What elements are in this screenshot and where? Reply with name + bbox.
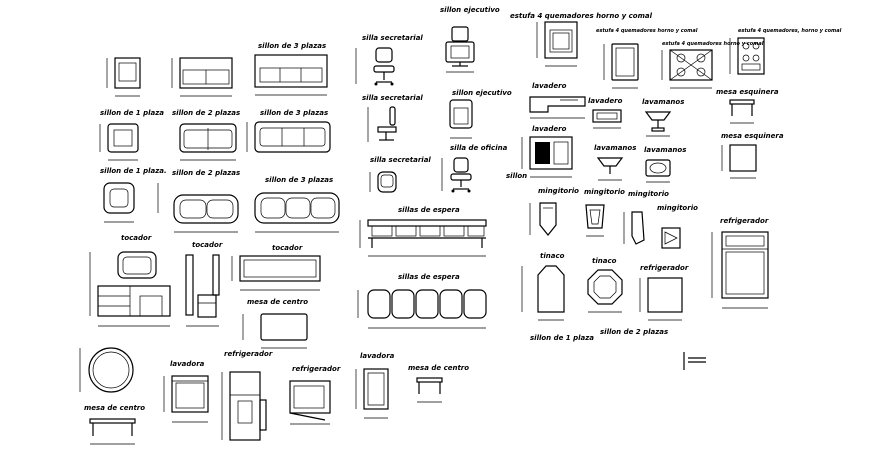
tinaco-top	[587, 269, 623, 313]
sillon-1-plaza-round	[103, 182, 159, 223]
label-lavamanos-a: lavamanos	[642, 98, 684, 106]
label-tinaco-b: tinaco	[592, 257, 617, 265]
mesa-esquinera-top	[721, 144, 757, 179]
silla-secretarial-side	[367, 106, 397, 142]
label-mesa-esquinera-b: mesa esquinera	[721, 132, 784, 140]
mingitorio-top	[661, 227, 681, 249]
sillon-3-plazas-top	[246, 121, 331, 153]
label-estufa-d: estufa 4 quemadores, horno y comal	[738, 28, 842, 34]
label-lavadora-b: lavadora	[360, 352, 395, 360]
lavadora-front	[163, 375, 209, 423]
lavamanos-front	[644, 111, 672, 137]
label-lavadero-b: lavadero	[588, 97, 623, 105]
label-mesa-esquinera-a: mesa esquinera	[716, 88, 779, 96]
label-silla-secretarial-a: silla secretarial	[362, 34, 423, 42]
estufa-top-b	[729, 37, 765, 75]
label-silla-secretarial-c: silla secretarial	[370, 156, 431, 164]
label-estufa-b: estufa 4 quemadores horno y comal	[596, 28, 698, 34]
label-silla-oficina: silla de oficina	[450, 144, 508, 152]
mingitorio-front	[585, 204, 605, 237]
label-sillon-ejecutivo-a: sillon ejecutivo	[440, 6, 500, 14]
label-tocador-a: tocador	[121, 234, 152, 242]
label-mesa-centro-c: mesa de centro	[408, 364, 469, 372]
label-tocador-b: tocador	[192, 241, 223, 249]
lavamanos-top	[645, 159, 671, 183]
lavadora-top	[355, 368, 389, 419]
label-refrigerador-b: refrigerador	[292, 365, 341, 373]
refrigerador-front-b	[711, 231, 769, 309]
refrigerador-top	[289, 380, 331, 425]
sillon-1-plaza-front	[106, 57, 141, 97]
label-tocador-c: tocador	[272, 244, 303, 252]
label-lavadora-a: lavadora	[170, 360, 205, 368]
estufa-front	[536, 21, 578, 67]
label-mesa-centro-a: mesa de centro	[247, 298, 308, 306]
tocador-side	[185, 254, 220, 327]
label-sillon-small: sillon	[506, 172, 527, 180]
sillas-espera-front	[359, 219, 487, 257]
label-mingitorio-a: mingitorio	[538, 187, 579, 195]
label-silla-secretarial-b: silla secretarial	[362, 94, 423, 102]
label-sillon-3-plazas-b: sillon de 3 plazas	[260, 109, 328, 117]
refrigerador-front	[221, 371, 267, 441]
label-mingitorio-c-b: mingitorio	[657, 204, 698, 212]
label-sillon-1-plaza-c: sillon de 1 plaza	[530, 334, 594, 342]
label-sillon-3-plazas-a: sillon de 3 plazas	[258, 42, 326, 50]
lavamanos-side	[596, 157, 624, 181]
sillas-espera-top	[357, 289, 487, 329]
label-sillon-1-plaza-b: sillon de 1 plaza.	[100, 167, 167, 175]
sillon-3-plazas-round	[254, 192, 340, 233]
mesa-esquinera-front	[729, 99, 755, 124]
lavadero-front	[529, 96, 586, 119]
mesa-centro-front-small	[416, 377, 443, 403]
label-mesa-centro-b: mesa de centro	[84, 404, 145, 412]
refrigerador-top-b	[639, 277, 683, 321]
mingitorio-side	[529, 202, 557, 236]
sillon-1-plaza-top	[99, 123, 139, 161]
label-lavadero-a: lavadero	[532, 82, 567, 90]
label-refrigerador-c: refrigerador	[640, 264, 689, 272]
label-sillon-3-plazas-c: sillon de 3 plazas	[265, 176, 333, 184]
label-estufa-a: estufa 4 quemadores horno y comal	[510, 12, 653, 20]
label-tinaco-a: tinaco	[540, 252, 565, 260]
tocador-top	[231, 255, 321, 291]
mesa-centro-top	[242, 313, 308, 349]
sillon-2-plazas-front	[171, 57, 233, 97]
mesa-centro-front	[89, 418, 136, 445]
label-lavadero-c: lavadero	[532, 125, 567, 133]
tinaco-front	[521, 265, 565, 321]
label-sillon-ejecutivo-b: sillon ejecutivo	[452, 89, 512, 97]
label-refrigerador-a: refrigerador	[224, 350, 273, 358]
tocador-front	[89, 251, 171, 327]
label-mingitorio-b: mingitorio	[584, 188, 625, 196]
sillon-ejecutivo-front	[445, 26, 475, 73]
label-sillon-2-plazas-a: sillon de 2 plazas	[172, 109, 240, 117]
section-symbol	[683, 352, 706, 370]
sillon-2-plazas-round	[173, 194, 239, 233]
label-sillas-espera-a: sillas de espera	[398, 206, 460, 214]
estufa-top-a	[661, 49, 713, 89]
lavadero-side	[592, 109, 622, 129]
label-lavamanos-c: lavamanos	[644, 146, 686, 154]
sillon-3-plazas-front	[254, 54, 328, 96]
mesa-centro-round	[79, 347, 134, 393]
label-sillon-2-plazas-c: sillon de 2 plazas	[600, 328, 668, 336]
label-sillon-1-plaza-a: sillon de 1 plaza	[100, 109, 164, 117]
label-lavamanos-b: lavamanos	[594, 144, 636, 152]
silla-secretarial-front	[355, 47, 395, 86]
label-refrigerador-right: refrigerador	[720, 217, 769, 225]
mingitorio-elevation	[623, 211, 645, 245]
sillon-2-plazas-top	[179, 123, 237, 161]
estufa-side	[603, 43, 639, 89]
lavadero-top	[521, 136, 573, 178]
silla-secretarial-top	[369, 171, 397, 193]
label-mingitorio-c-a: mingitorio	[628, 190, 669, 198]
label-estufa-c: estufa 4 quemadores horno y comal	[662, 41, 764, 47]
label-sillon-2-plazas-b: sillon de 2 plazas	[172, 169, 240, 177]
label-sillas-espera-b: sillas de espera	[398, 273, 460, 281]
silla-oficina-front	[441, 157, 472, 193]
sillon-ejecutivo-top	[449, 99, 473, 139]
